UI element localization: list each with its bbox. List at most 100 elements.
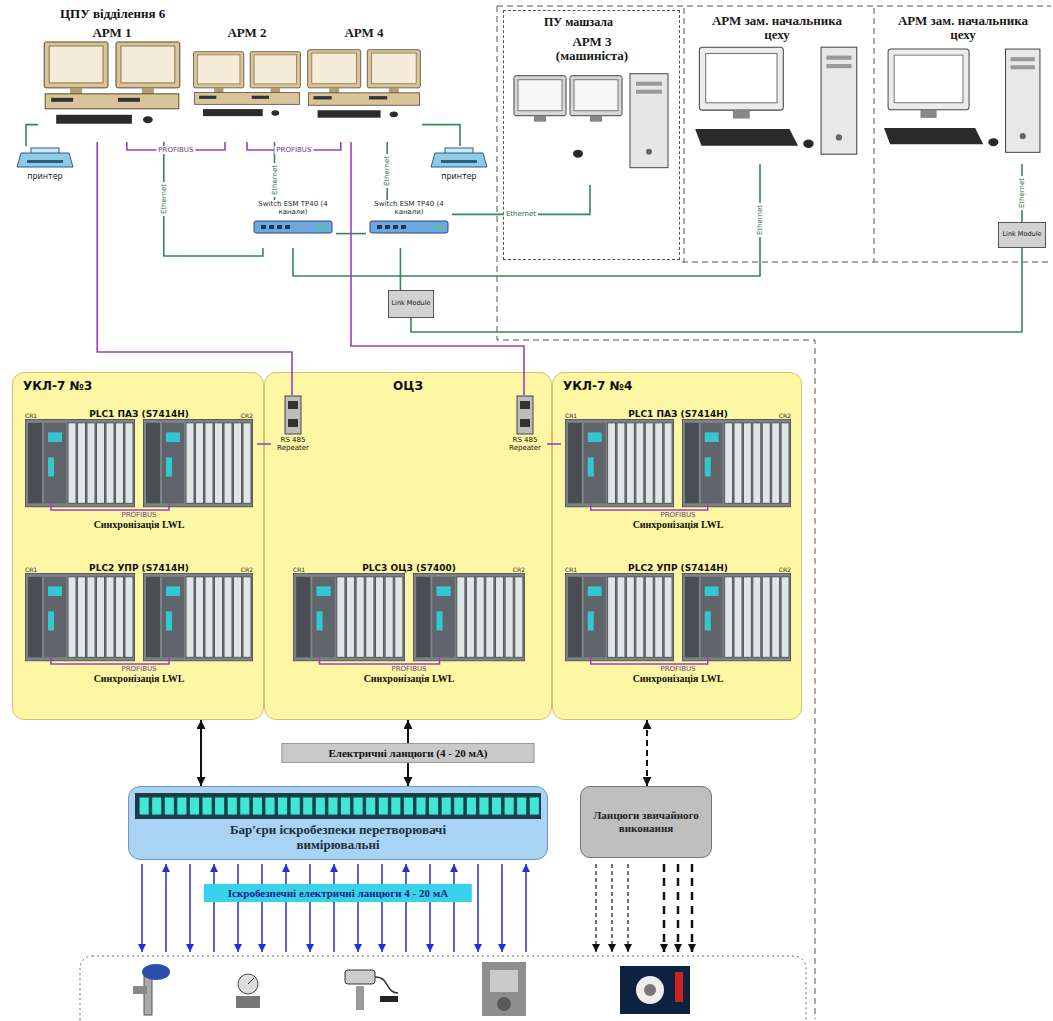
standard-wire bbox=[691, 864, 694, 952]
temperature-sensor bbox=[380, 996, 398, 1002]
computer-icon bbox=[306, 40, 422, 136]
cabinet-title: ОЦЗ bbox=[265, 373, 551, 399]
device-label: Link Module bbox=[1002, 231, 1041, 238]
plc-title: PLC3 ОЦЗ (S7400) bbox=[362, 563, 456, 573]
intrinsic-safe-wire bbox=[333, 864, 335, 952]
computer-icon bbox=[692, 43, 862, 158]
computer-icon bbox=[192, 40, 302, 136]
plc-rack-drawing bbox=[561, 419, 795, 511]
rack-label: CR1 bbox=[293, 566, 305, 573]
barrier-module bbox=[315, 797, 325, 815]
temperature-sensor bbox=[345, 970, 398, 1010]
sync-fiber bbox=[320, 657, 440, 664]
barrier-module bbox=[353, 797, 363, 815]
ethernet-cable bbox=[293, 164, 760, 276]
rack-label: CR2 bbox=[779, 566, 791, 573]
plc-rack: CR1PLC1 ПАЗ (S7414H)CR2PROFIBUSСинхроніз… bbox=[561, 409, 795, 555]
barrier-modules bbox=[135, 793, 541, 819]
connector-group bbox=[26, 125, 1022, 786]
barrier-module bbox=[152, 797, 162, 815]
plc-title: PLC2 УПР (S7414H) bbox=[628, 563, 728, 573]
barrier-module bbox=[164, 797, 174, 815]
switch-icon bbox=[370, 221, 448, 233]
intrinsic-safe-wire bbox=[453, 864, 455, 952]
barrier-module bbox=[189, 797, 199, 815]
pressure-transmitter bbox=[144, 975, 152, 1015]
safety-barrier-rail: Бар'єри іскробезпеки перетворювачі вимір… bbox=[128, 786, 548, 860]
rack-header: CR1PLC2 УПР (S7414H)CR2 bbox=[561, 563, 795, 573]
barrier-module bbox=[466, 797, 476, 815]
computer-icon bbox=[44, 42, 180, 124]
barrier-module bbox=[215, 797, 225, 815]
bus-label: PROFIBUS bbox=[561, 665, 795, 673]
zone-outline bbox=[497, 6, 1051, 7]
manager-workstation: АРМ зам. начальника цеху bbox=[692, 14, 862, 164]
rs485-repeater: RS 485 Repeater bbox=[271, 395, 315, 465]
sync-label: Синхронізація LWL bbox=[561, 519, 795, 530]
rack-header: CR1PLC1 ПАЗ (S7414H)CR2 bbox=[561, 409, 795, 419]
repeater-icon bbox=[283, 395, 303, 435]
rack-icon bbox=[143, 573, 253, 661]
plc-rack: CR1PLC2 УПР (S7414H)CR2PROFIBUSСинхроніз… bbox=[21, 563, 257, 713]
printer-device: принтер bbox=[426, 146, 492, 190]
barrier-module bbox=[202, 797, 212, 815]
barrier-module bbox=[340, 797, 350, 815]
bus-label: Ethernet bbox=[271, 163, 279, 197]
intrinsic-safe-wire bbox=[165, 864, 167, 952]
bus-label: Ethernet bbox=[383, 154, 391, 188]
zone-outline bbox=[497, 6, 1051, 1019]
barrier-module bbox=[517, 797, 527, 815]
barrier-module bbox=[391, 797, 401, 815]
cabinet-title: УКЛ-7 №4 bbox=[553, 373, 801, 399]
device-label: Link Module bbox=[391, 300, 430, 307]
control-cabinet: УКЛ-7 №3CR1PLC1 ПАЗ (S7414H)CR2PROFIBUSС… bbox=[12, 372, 264, 720]
rs485-repeater: RS 485 Repeater bbox=[503, 395, 547, 465]
bus-label: PROFIBUS bbox=[21, 511, 257, 519]
gauge-sensor bbox=[238, 974, 258, 994]
computer-icon bbox=[38, 40, 186, 136]
valve-device bbox=[636, 976, 664, 1004]
barrier-module bbox=[491, 797, 501, 815]
barrier-module bbox=[479, 797, 489, 815]
barrier-module bbox=[303, 797, 313, 815]
standard-wire bbox=[677, 864, 680, 952]
bus-label: Ethernet bbox=[1018, 176, 1026, 210]
rack-icon bbox=[25, 419, 135, 507]
printer-icon bbox=[17, 148, 73, 167]
bus-label: PROFIBUS bbox=[561, 511, 795, 519]
rack-header: CR1PLC1 ПАЗ (S7414H)CR2 bbox=[21, 409, 257, 419]
sync-fiber bbox=[51, 657, 169, 664]
gauge-sensor bbox=[248, 978, 254, 984]
field-devices-area bbox=[80, 956, 806, 1021]
actuator-device bbox=[482, 962, 526, 1016]
rack-label: CR2 bbox=[779, 412, 791, 419]
sync-label: Синхронізація LWL bbox=[21, 519, 257, 530]
temperature-sensor bbox=[375, 977, 398, 993]
printer-icon bbox=[15, 146, 75, 170]
bus-label: Ethernet bbox=[504, 210, 538, 218]
circuit-label: Електричні ланцюги (4 - 20 мА) bbox=[281, 743, 534, 763]
repeater-icon bbox=[517, 396, 533, 434]
barrier-module bbox=[504, 797, 514, 815]
actuator-device bbox=[497, 997, 511, 1011]
control-room-zone: ПУ машзалаАРМ 3 (машиніста) bbox=[503, 10, 680, 260]
repeater-icon bbox=[515, 395, 535, 435]
valve-device bbox=[620, 966, 690, 1014]
gauge-sensor bbox=[236, 974, 260, 1008]
standard-wire bbox=[595, 864, 596, 952]
rack-icon bbox=[143, 419, 253, 507]
rack-label: CR2 bbox=[241, 566, 253, 573]
sync-label: Синхронізація LWL bbox=[21, 673, 257, 684]
switch-icon bbox=[253, 218, 333, 236]
plc-rack: CR1PLC1 ПАЗ (S7414H)CR2PROFIBUSСинхроніз… bbox=[21, 409, 257, 555]
area-title: ЦПУ відділення 6 bbox=[60, 6, 165, 22]
temperature-sensor bbox=[345, 970, 375, 984]
intrinsic-safe-wire bbox=[405, 864, 407, 952]
computer-icon bbox=[884, 49, 1040, 152]
rack-icon bbox=[293, 573, 405, 661]
actuator-device bbox=[482, 962, 526, 1016]
pressure-transmitter bbox=[142, 964, 170, 980]
computer-icon bbox=[514, 73, 668, 167]
plc-rack-drawing bbox=[21, 419, 257, 511]
operator-workstation: АРМ 1 bbox=[38, 26, 186, 142]
